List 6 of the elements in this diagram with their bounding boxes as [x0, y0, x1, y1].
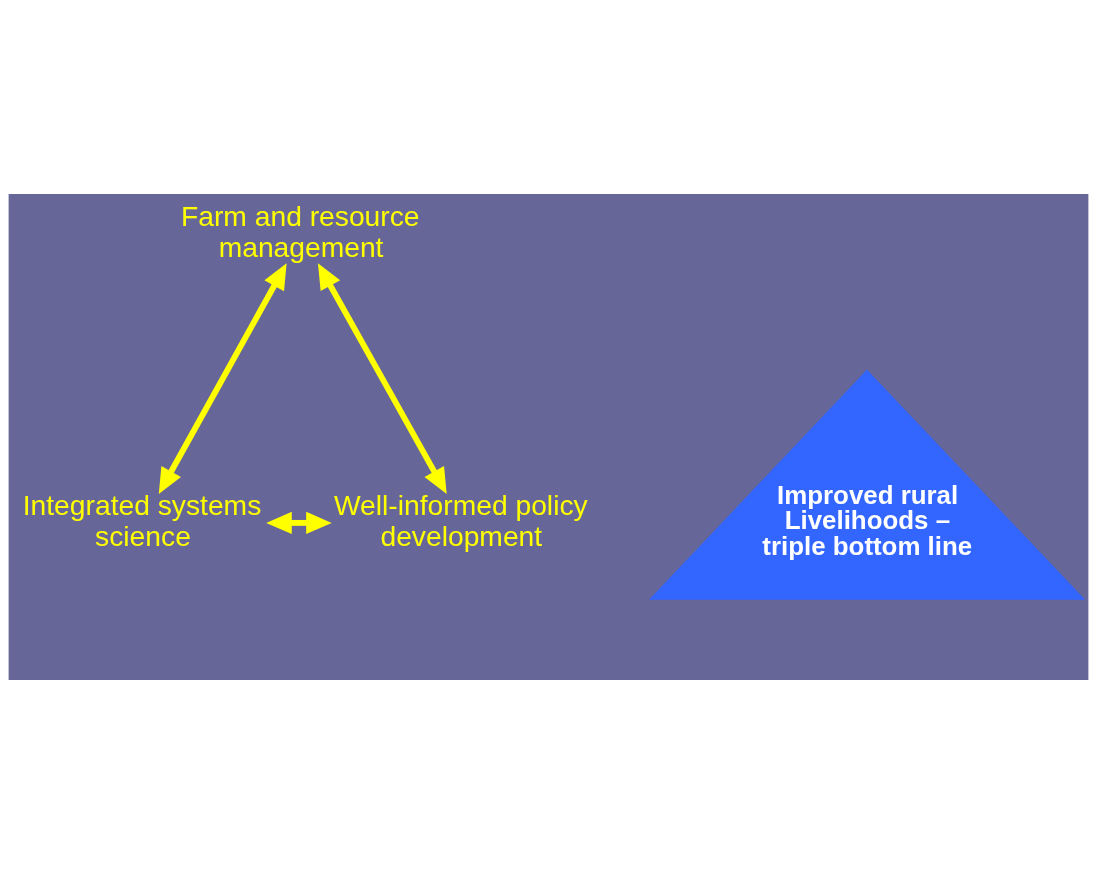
arrow — [266, 511, 332, 535]
arrow — [317, 263, 447, 494]
node-text: Integrated systems science — [22, 488, 262, 552]
node-text: Well-informed policy development — [333, 488, 588, 552]
arrow — [158, 263, 287, 494]
node-text: Farm and resource management — [181, 200, 420, 263]
